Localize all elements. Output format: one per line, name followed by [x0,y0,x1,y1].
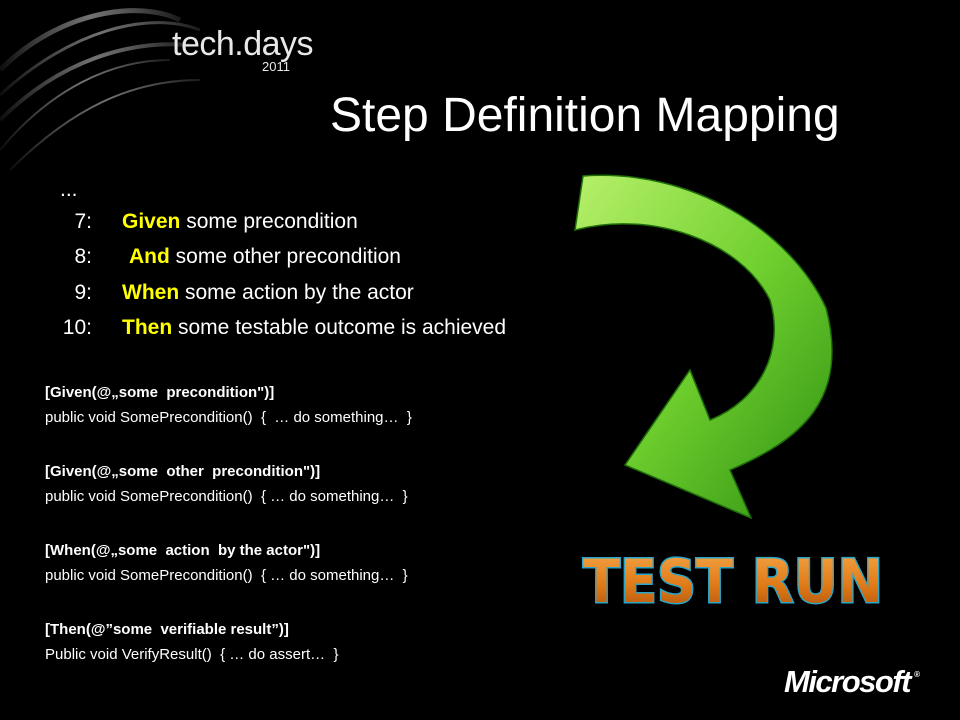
line-number: 8: [74,245,92,268]
binding-block: [Given(@„some precondition")] public voi… [45,380,412,430]
microsoft-logo-text: Microsoft [784,664,912,699]
line-number: 7: [74,210,92,233]
brand-name: tech.days [172,25,314,63]
step-bindings: [Given(@„some precondition")] public voi… [45,380,412,667]
step-keyword: Then [122,316,173,339]
brand-year: 2011 [262,59,290,74]
binding-attribute: [When(@„some action by the actor")] [45,542,321,559]
scenario-line: 9: When some action by the actor [40,281,414,305]
step-text: some testable outcome is achieved [172,316,507,339]
step-text: some other precondition [169,245,401,268]
scenario-line: 8: And some other precondition [40,245,401,269]
scenario-ellipsis: ... [60,178,78,201]
microsoft-logo: Microsoft® [784,664,920,700]
scenario-line: 7: Given some precondition [40,210,358,234]
scenario-line: 10: Then some testable outcome is achieve… [40,316,506,340]
registered-mark: ® [914,670,920,679]
step-text: some precondition [180,210,358,233]
step-keyword: When [122,281,180,304]
swirl-icon [0,8,201,171]
binding-signature: public void SomePrecondition() { … do so… [45,567,408,584]
binding-signature: public void SomePrecondition() { … do so… [45,488,408,505]
binding-block: [Given(@„some other precondition")] publ… [45,459,412,509]
test-run-badge: TEST RUN [582,546,885,619]
binding-attribute: [Then(@”some verifiable result”)] [45,621,289,638]
line-number: 10: [62,316,92,339]
line-number: 9: [74,281,92,304]
binding-block: [Then(@”some verifiable result”)] Public… [45,617,412,667]
binding-attribute: [Given(@„some precondition")] [45,384,275,401]
step-keyword: And [129,245,170,268]
binding-signature: public void SomePrecondition() { … do so… [45,409,412,426]
binding-signature: Public void VerifyResult() { … do assert… [45,646,339,663]
brand-logo: tech.days 2011 [172,25,314,74]
step-keyword: Given [122,210,181,233]
step-text: some action by the actor [179,281,414,304]
binding-block: [When(@„some action by the actor")] publ… [45,538,412,588]
binding-attribute: [Given(@„some other precondition")] [45,463,321,480]
slide-title: Step Definition Mapping [330,89,840,142]
test-run-text: TEST RUN [583,547,883,617]
